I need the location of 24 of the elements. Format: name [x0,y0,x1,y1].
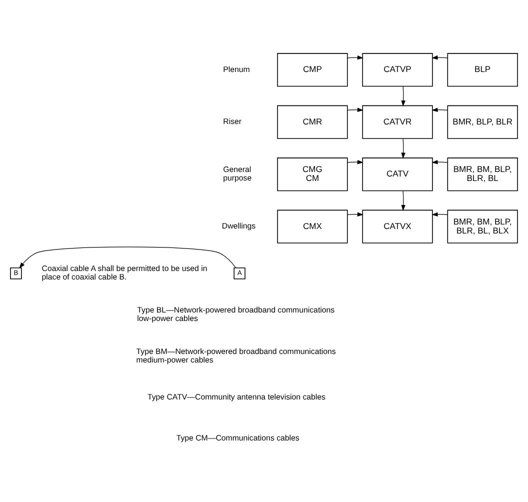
arrow [432,212,448,216]
arrow [347,107,364,112]
arrow [347,212,364,216]
node-box: CATVP [362,52,433,86]
arrow [432,107,448,112]
arrow [347,159,364,164]
arrow [401,190,406,211]
node-box: CMR [277,104,348,138]
node-box: CATVR [362,104,433,138]
node-box: BLP [447,52,518,86]
node-box: BMR, BM, BLP, BLR, BL [447,157,518,191]
arrow [432,54,448,60]
node-box: CATV [362,157,433,191]
arrow [19,246,236,268]
node-box: CMG CM [277,157,348,191]
arrow [401,86,406,106]
arrow [347,54,364,60]
node-box: CMP [277,52,348,86]
arrow [432,159,448,164]
node-box: CMX [277,209,348,243]
node-box: BMR, BLP, BLR [447,104,518,138]
arrow [401,138,406,158]
node-box: BMR, BM, BLP, BLR, BL, BLX [447,209,518,243]
node-box: CATVX [362,209,433,243]
